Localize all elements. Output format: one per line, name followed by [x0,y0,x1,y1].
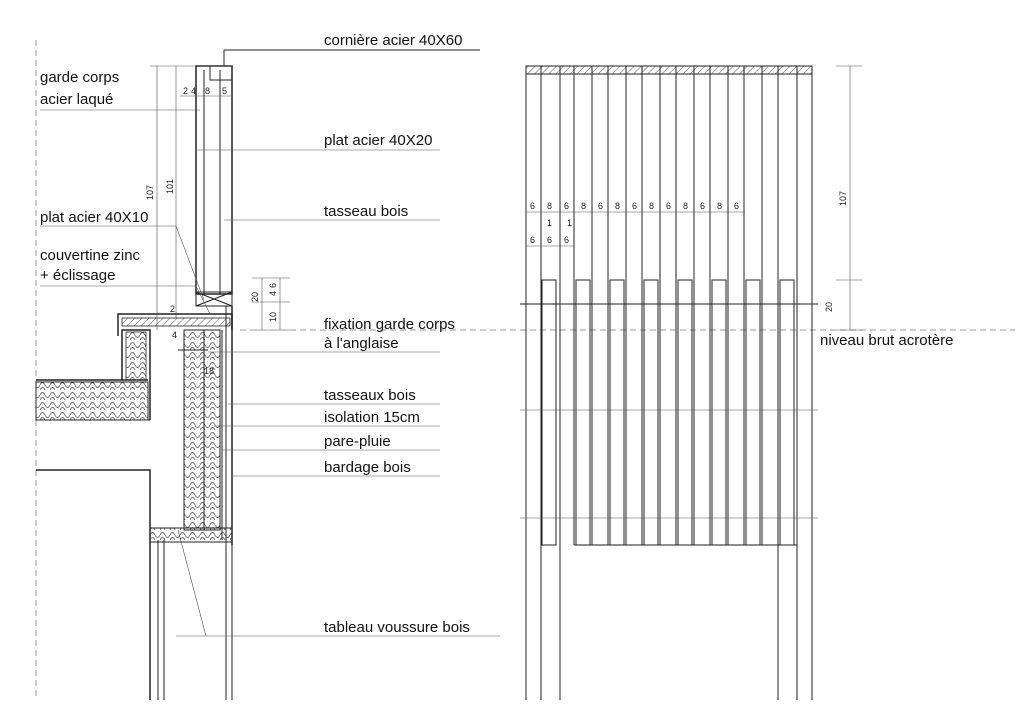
wall-insulation-2 [203,329,221,531]
elevation-top-dim: 8 [649,201,654,211]
elevation-dim-107: 107 [838,191,848,206]
elevation-slat-cap [677,279,693,546]
level-label: niveau brut acrotère [820,332,953,349]
elevation-slat-cap [745,279,761,546]
railing-post [195,65,233,295]
label-couvertine-1: couvertine zinc [40,247,141,264]
corniere-profile [209,65,233,81]
label-couvertine-2: + éclissage [40,267,115,284]
elevation-top-dim: 8 [547,201,552,211]
section-labels: cornière acier 40X60 garde corps acier l… [40,32,470,636]
label-pare-pluie: pare-pluie [324,433,391,450]
leader-plat-40x10-diag [175,225,205,301]
elevation-slat-cap [711,279,727,546]
label-fixation-1: fixation garde corps [324,316,455,333]
section-view [35,40,500,700]
section-dimensions: 2 4 8 5 107 101 20 4 6 10 2 4 18 [145,86,278,376]
elevation-top-dim: 8 [683,201,688,211]
dim-4b: 4 [268,291,278,296]
dim-101: 101 [165,179,175,194]
leader-tableau-diag [177,529,207,637]
label-garde-corps-1: garde corps [40,69,119,86]
dim-6: 6 [268,283,278,288]
label-corniere: cornière acier 40X60 [324,32,462,49]
elevation-top-dim: 8 [615,201,620,211]
wall-insulation-1 [183,329,205,531]
elevation-top-dim: 8 [717,201,722,211]
elevation-top-dim: 6 [700,201,705,211]
dim-4c: 4 [172,330,177,340]
elevation-slats [541,66,795,700]
elevation-top-rail [525,65,813,75]
elevation-dim-20: 20 [824,302,834,312]
dim-2: 2 [183,86,188,96]
elevation-top-dim: 6 [530,201,535,211]
base-plate-x2 [195,291,233,307]
elevation-view: 107 20 niveau brut acrotère 6 8 6 8 6 8 6 8 6 8 6 8… [520,65,953,700]
label-tasseaux-bois: tasseaux bois [324,387,416,404]
roof-insulation [35,381,149,421]
elevation-top-dim: 6 [598,201,603,211]
upstand-insulation [125,331,147,381]
elevation-slat-cap [779,279,795,546]
label-garde-corps-2: acier laqué [40,91,113,108]
elevation-slat-cap [609,279,625,546]
label-tasseau-bois: tasseau bois [324,203,408,220]
label-plat-40x20: plat acier 40X20 [324,132,432,149]
label-fixation-2: à l'anglaise [324,335,399,352]
elevation-small-dim-row: 6 6 6 [530,235,569,245]
dim-2b: 2 [170,304,175,314]
soffit-insulation [149,527,233,543]
dim-18: 18 [204,366,214,376]
elevation-top-dim: 6 [632,201,637,211]
label-isolation: isolation 15cm [324,409,420,426]
coping-timber [121,317,231,327]
elevation-small-one: 1 [547,218,552,228]
label-bardage: bardage bois [324,459,411,476]
base-plate [195,291,233,307]
elevation-top-dim: 6 [666,201,671,211]
label-plat-40x10: plat acier 40X10 [40,209,148,226]
elevation-small-dim: 6 [564,235,569,245]
elevation-slat-cap [643,279,659,546]
dim-8: 8 [205,86,210,96]
elevation-slat-cap [541,279,557,546]
dim-5: 5 [222,86,227,96]
elevation-top-dim: 6 [734,201,739,211]
elevation-top-dim: 6 [564,201,569,211]
elevation-slat-cap [575,279,591,546]
elevation-top-dim: 8 [581,201,586,211]
lintel-outline [36,469,151,700]
dim-107: 107 [145,185,155,200]
elevation-small-dim: 6 [547,235,552,245]
parapet-upstand [121,329,151,420]
dim-20: 20 [250,292,260,302]
dim-10: 10 [268,312,278,322]
elevation-small-dim: 6 [530,235,535,245]
elevation-small-one: 1 [567,218,572,228]
label-tableau: tableau voussure bois [324,619,470,636]
leader-couvertine-diag [195,285,211,315]
dim-4: 4 [191,86,196,96]
elevation-top-dim-row: 6 8 6 8 6 8 6 8 6 8 6 8 6 [530,201,739,211]
